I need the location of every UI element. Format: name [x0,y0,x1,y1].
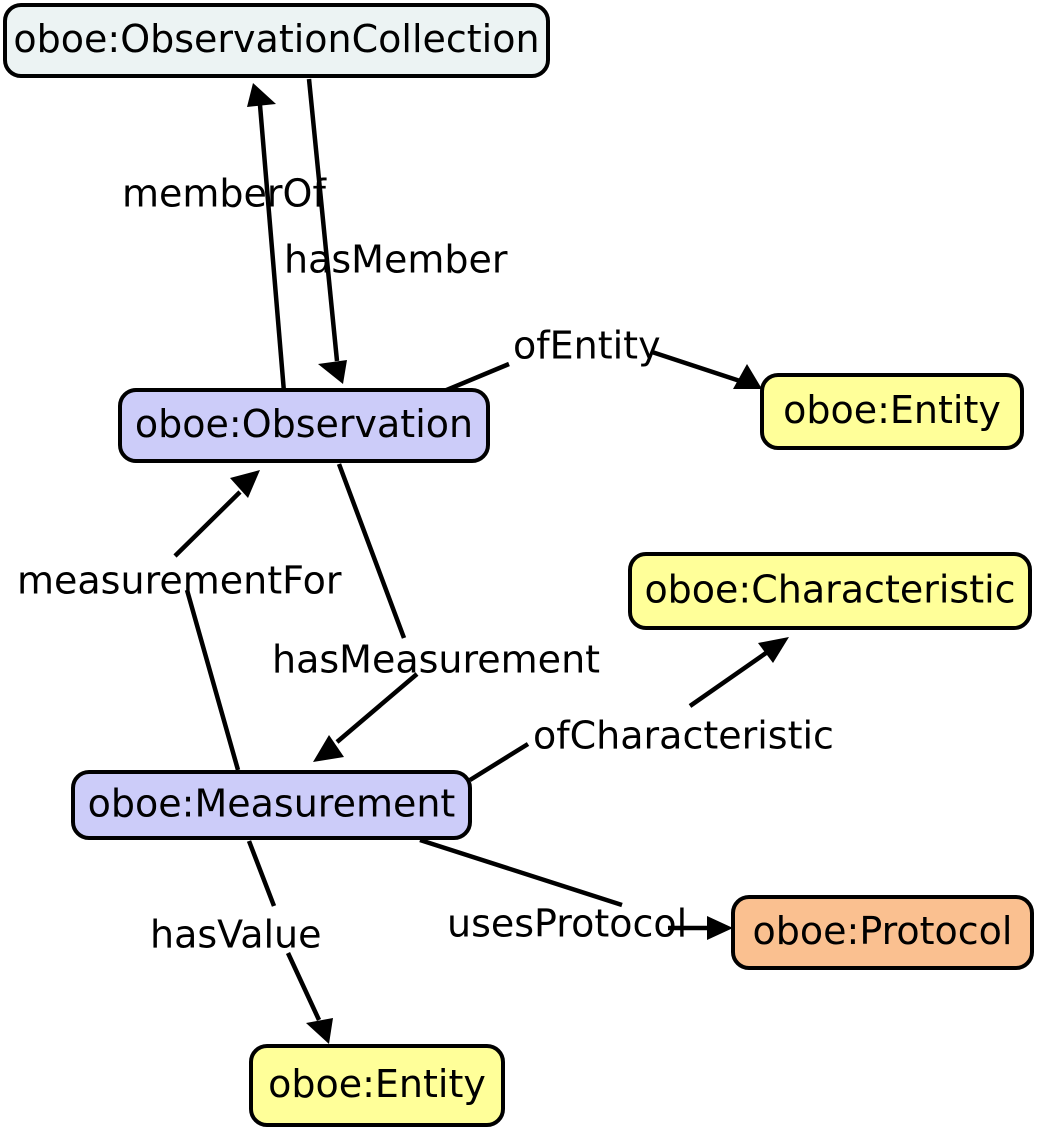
node-box-characteristic [628,552,1032,630]
node-box-measurement [71,770,472,840]
edge-label-has-member: hasMember [284,238,508,282]
node-label-observation-collection: oboe:ObservationCollection [13,17,539,61]
node-label-characteristic: oboe:Characteristic [644,568,1015,612]
node-box-entity-bottom [249,1044,505,1127]
node-measurement[interactable]: oboe:Measurement [71,770,472,840]
edge-member-of[interactable]: memberOf [122,83,327,393]
edge-line-uses-protocol [419,837,711,931]
arrowhead-member-of [247,83,276,107]
node-characteristic[interactable]: oboe:Characteristic [628,552,1032,630]
edge-measurement-for[interactable]: measurementFor [17,470,342,771]
node-box-observation-collection [3,3,550,78]
edge-label-of-entity: ofEntity [513,324,661,368]
edge-line-has-measurement [335,463,419,744]
arrowhead-uses-protocol [707,916,733,940]
edge-label-has-measurement: hasMeasurement [272,638,600,682]
edge-has-value[interactable]: hasValue [150,840,333,1044]
edge-label-has-value: hasValue [150,913,322,957]
node-label-observation: oboe:Observation [135,402,473,446]
arrowhead-of-characteristic [758,637,789,663]
arrowhead-has-value [306,1018,333,1044]
node-label-entity-top: oboe:Entity [783,388,1001,432]
nodes-layer: oboe:ObservationCollection oboe:Observati… [3,3,1034,1127]
edge-line-of-characteristic [468,651,768,782]
edge-label-measurement-for: measurementFor [17,559,342,603]
node-box-observation [118,388,490,463]
edge-line-has-value [246,840,322,1021]
node-protocol[interactable]: oboe:Protocol [731,895,1034,970]
edge-uses-protocol[interactable]: usesProtocol [419,837,733,946]
edge-of-entity[interactable]: ofEntity [436,324,762,397]
node-observation-collection[interactable]: oboe:ObservationCollection [3,3,550,78]
edge-label-member-of: memberOf [122,172,327,216]
edge-has-member[interactable]: hasMember [284,78,508,384]
node-box-protocol [731,895,1034,970]
edge-line-has-member [306,78,340,362]
arrowhead-of-entity [733,364,762,389]
node-label-entity-bottom: oboe:Entity [268,1062,486,1106]
edge-has-measurement[interactable]: hasMeasurement [272,463,600,762]
node-label-measurement: oboe:Measurement [88,782,456,826]
node-box-entity-top [760,373,1024,450]
edge-label-of-characteristic: ofCharacteristic [533,714,834,758]
arrowhead-measurement-for [230,470,260,498]
edge-line-measurement-for [173,490,242,771]
arrowhead-has-measurement [313,735,344,762]
edge-label-uses-protocol: usesProtocol [447,902,687,946]
node-entity-top[interactable]: oboe:Entity [760,373,1024,450]
edge-line-member-of [257,104,287,393]
node-label-protocol: oboe:Protocol [753,909,1013,953]
arrowhead-has-member [318,360,347,384]
node-observation[interactable]: oboe:Observation [118,388,490,463]
edge-of-characteristic[interactable]: ofCharacteristic [468,637,834,782]
node-entity-bottom[interactable]: oboe:Entity [249,1044,505,1127]
